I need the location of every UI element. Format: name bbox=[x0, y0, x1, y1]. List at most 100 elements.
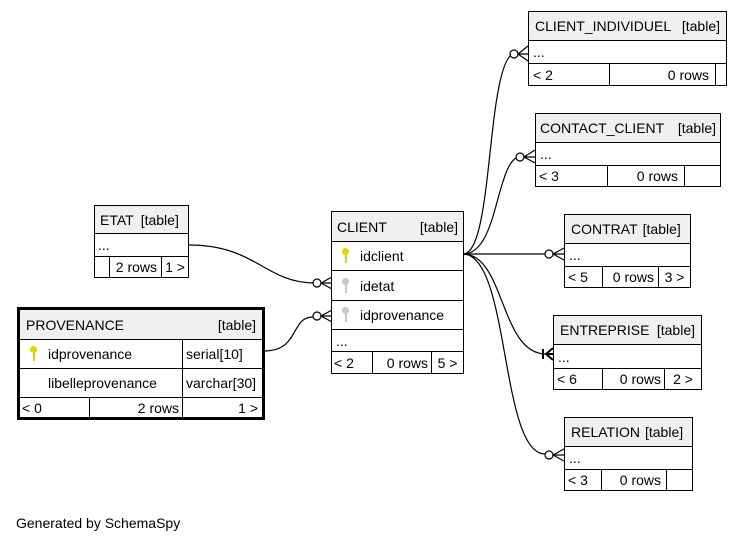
foreign-key-icon bbox=[341, 277, 351, 294]
stats-row: < 2 0 rows 5 > bbox=[332, 351, 463, 373]
ellipsis: ... bbox=[336, 332, 348, 349]
primary-key-icon bbox=[29, 346, 39, 362]
stats-row: < 0 2 rows 1 > bbox=[20, 397, 262, 417]
table-client[interactable]: CLIENT [table] idclient idetat idprovena… bbox=[331, 211, 464, 374]
primary-key-icon bbox=[341, 248, 351, 264]
parents-count bbox=[95, 257, 109, 277]
table-name: ETAT bbox=[100, 211, 134, 228]
children-count: 1 > bbox=[161, 257, 188, 277]
children-count bbox=[684, 166, 720, 186]
table-header: PROVENANCE [table] bbox=[20, 310, 262, 339]
column-row: idprovenance serial[10] bbox=[20, 339, 262, 368]
children-count: 1 > bbox=[182, 398, 262, 417]
table-tag: [table] bbox=[642, 221, 681, 237]
parents-count: < 2 bbox=[533, 66, 553, 83]
parents-count: < 6 bbox=[557, 371, 577, 387]
table-tag: [table] bbox=[217, 316, 256, 333]
ellipsis-row: ... bbox=[332, 329, 463, 351]
column-type: varchar[30] bbox=[182, 369, 262, 397]
column-row: idprovenance bbox=[332, 300, 463, 329]
ellipsis: ... bbox=[569, 247, 581, 263]
column-type: serial[10] bbox=[182, 340, 262, 368]
children-count: 2 > bbox=[664, 369, 701, 389]
stats-row: < 2 0 rows bbox=[529, 63, 726, 85]
row-count: 0 rows bbox=[601, 470, 666, 490]
table-header: RELATION [table] bbox=[565, 418, 692, 446]
foreign-key-icon bbox=[341, 307, 351, 323]
row-count: 2 rows bbox=[89, 398, 182, 417]
table-tag: [table] bbox=[681, 18, 720, 34]
table-tag: [table] bbox=[140, 211, 179, 228]
row-count: 2 rows bbox=[109, 257, 161, 277]
table-entreprise[interactable]: ENTREPRISE [table] ... < 6 0 rows 2 > bbox=[553, 315, 702, 390]
footer-text: Generated by SchemaSpy bbox=[16, 515, 181, 531]
ellipsis-row: ... bbox=[95, 233, 188, 256]
table-tag: [table] bbox=[419, 218, 458, 235]
table-header: CLIENT [table] bbox=[332, 212, 463, 241]
table-name: CONTACT_CLIENT bbox=[540, 120, 665, 136]
column-row: idetat bbox=[332, 270, 463, 300]
row-count: 0 rows bbox=[602, 369, 664, 389]
column-row: libelleprovenance varchar[30] bbox=[20, 368, 262, 397]
ellipsis-row: ... bbox=[536, 142, 720, 165]
children-count bbox=[666, 470, 692, 490]
table-header: CLIENT_INDIVIDUEL [table] bbox=[529, 12, 726, 40]
row-count: 0 rows bbox=[602, 267, 658, 287]
table-contrat[interactable]: CONTRAT [table] ... < 5 0 rows 3 > bbox=[564, 214, 691, 288]
children-count bbox=[715, 64, 726, 85]
table-name: CLIENT_INDIVIDUEL bbox=[535, 18, 672, 34]
table-header: ENTREPRISE [table] bbox=[554, 316, 701, 344]
edge-client-relation bbox=[462, 253, 546, 455]
parents-count: < 3 bbox=[539, 168, 559, 184]
ellipsis-row: ... bbox=[554, 344, 701, 368]
edge-client-client-individuel bbox=[462, 51, 518, 255]
stats-row: < 3 0 rows bbox=[536, 165, 720, 186]
edge-etat-client bbox=[188, 244, 314, 284]
table-name: PROVENANCE bbox=[26, 316, 125, 333]
ellipsis-row: ... bbox=[565, 446, 692, 469]
ellipsis: ... bbox=[569, 450, 581, 466]
table-relation[interactable]: RELATION [table] ... < 3 0 rows bbox=[564, 417, 693, 491]
table-name: ENTREPRISE bbox=[560, 322, 650, 338]
table-name: CLIENT bbox=[337, 218, 387, 235]
column-name: libelleprovenance bbox=[48, 375, 157, 391]
stats-row: < 6 0 rows 2 > bbox=[554, 368, 701, 389]
table-tag: [table] bbox=[644, 424, 684, 440]
column-name: idetat bbox=[360, 277, 395, 294]
table-etat[interactable]: ETAT [table] ... 2 rows 1 > bbox=[94, 205, 189, 278]
stats-row: < 5 0 rows 3 > bbox=[565, 266, 690, 287]
table-header: CONTRAT [table] bbox=[565, 215, 690, 243]
row-count: 0 rows bbox=[609, 64, 715, 85]
column-name: idprovenance bbox=[360, 307, 445, 323]
table-contact-client[interactable]: CONTACT_CLIENT [table] ... < 3 0 rows bbox=[535, 113, 721, 187]
ellipsis-row: ... bbox=[529, 40, 726, 63]
children-count: 3 > bbox=[658, 267, 690, 287]
parents-count: < 5 bbox=[568, 269, 588, 285]
parents-count: < 0 bbox=[22, 399, 42, 416]
stats-row: 2 rows 1 > bbox=[95, 256, 188, 277]
ellipsis: ... bbox=[533, 44, 545, 60]
column-name-cell: idprovenance bbox=[20, 340, 182, 368]
column-row: idclient bbox=[332, 241, 463, 270]
row-count: 0 rows bbox=[372, 352, 431, 373]
parents-count: < 2 bbox=[334, 354, 354, 371]
column-name: idprovenance bbox=[48, 346, 133, 362]
edge-provenance-client bbox=[263, 316, 314, 352]
table-provenance[interactable]: PROVENANCE [table] idprovenance serial[1… bbox=[17, 307, 265, 420]
table-tag: [table] bbox=[677, 120, 716, 136]
table-header: ETAT [table] bbox=[95, 206, 188, 233]
table-header: CONTACT_CLIENT [table] bbox=[536, 114, 720, 142]
row-count: 0 rows bbox=[607, 166, 684, 186]
edge-client-entreprise bbox=[462, 253, 547, 355]
table-client-individuel[interactable]: CLIENT_INDIVIDUEL [table] ... < 2 0 rows bbox=[528, 11, 727, 86]
ellipsis: ... bbox=[540, 146, 552, 162]
ellipsis-row: ... bbox=[565, 243, 690, 266]
stats-row: < 3 0 rows bbox=[565, 469, 692, 490]
ellipsis: ... bbox=[98, 237, 110, 253]
children-count: 5 > bbox=[431, 352, 463, 373]
parents-count: < 3 bbox=[568, 472, 588, 488]
edge-client-contact-client bbox=[462, 155, 523, 255]
table-name: RELATION bbox=[571, 424, 640, 440]
table-name: CONTRAT bbox=[571, 221, 638, 237]
